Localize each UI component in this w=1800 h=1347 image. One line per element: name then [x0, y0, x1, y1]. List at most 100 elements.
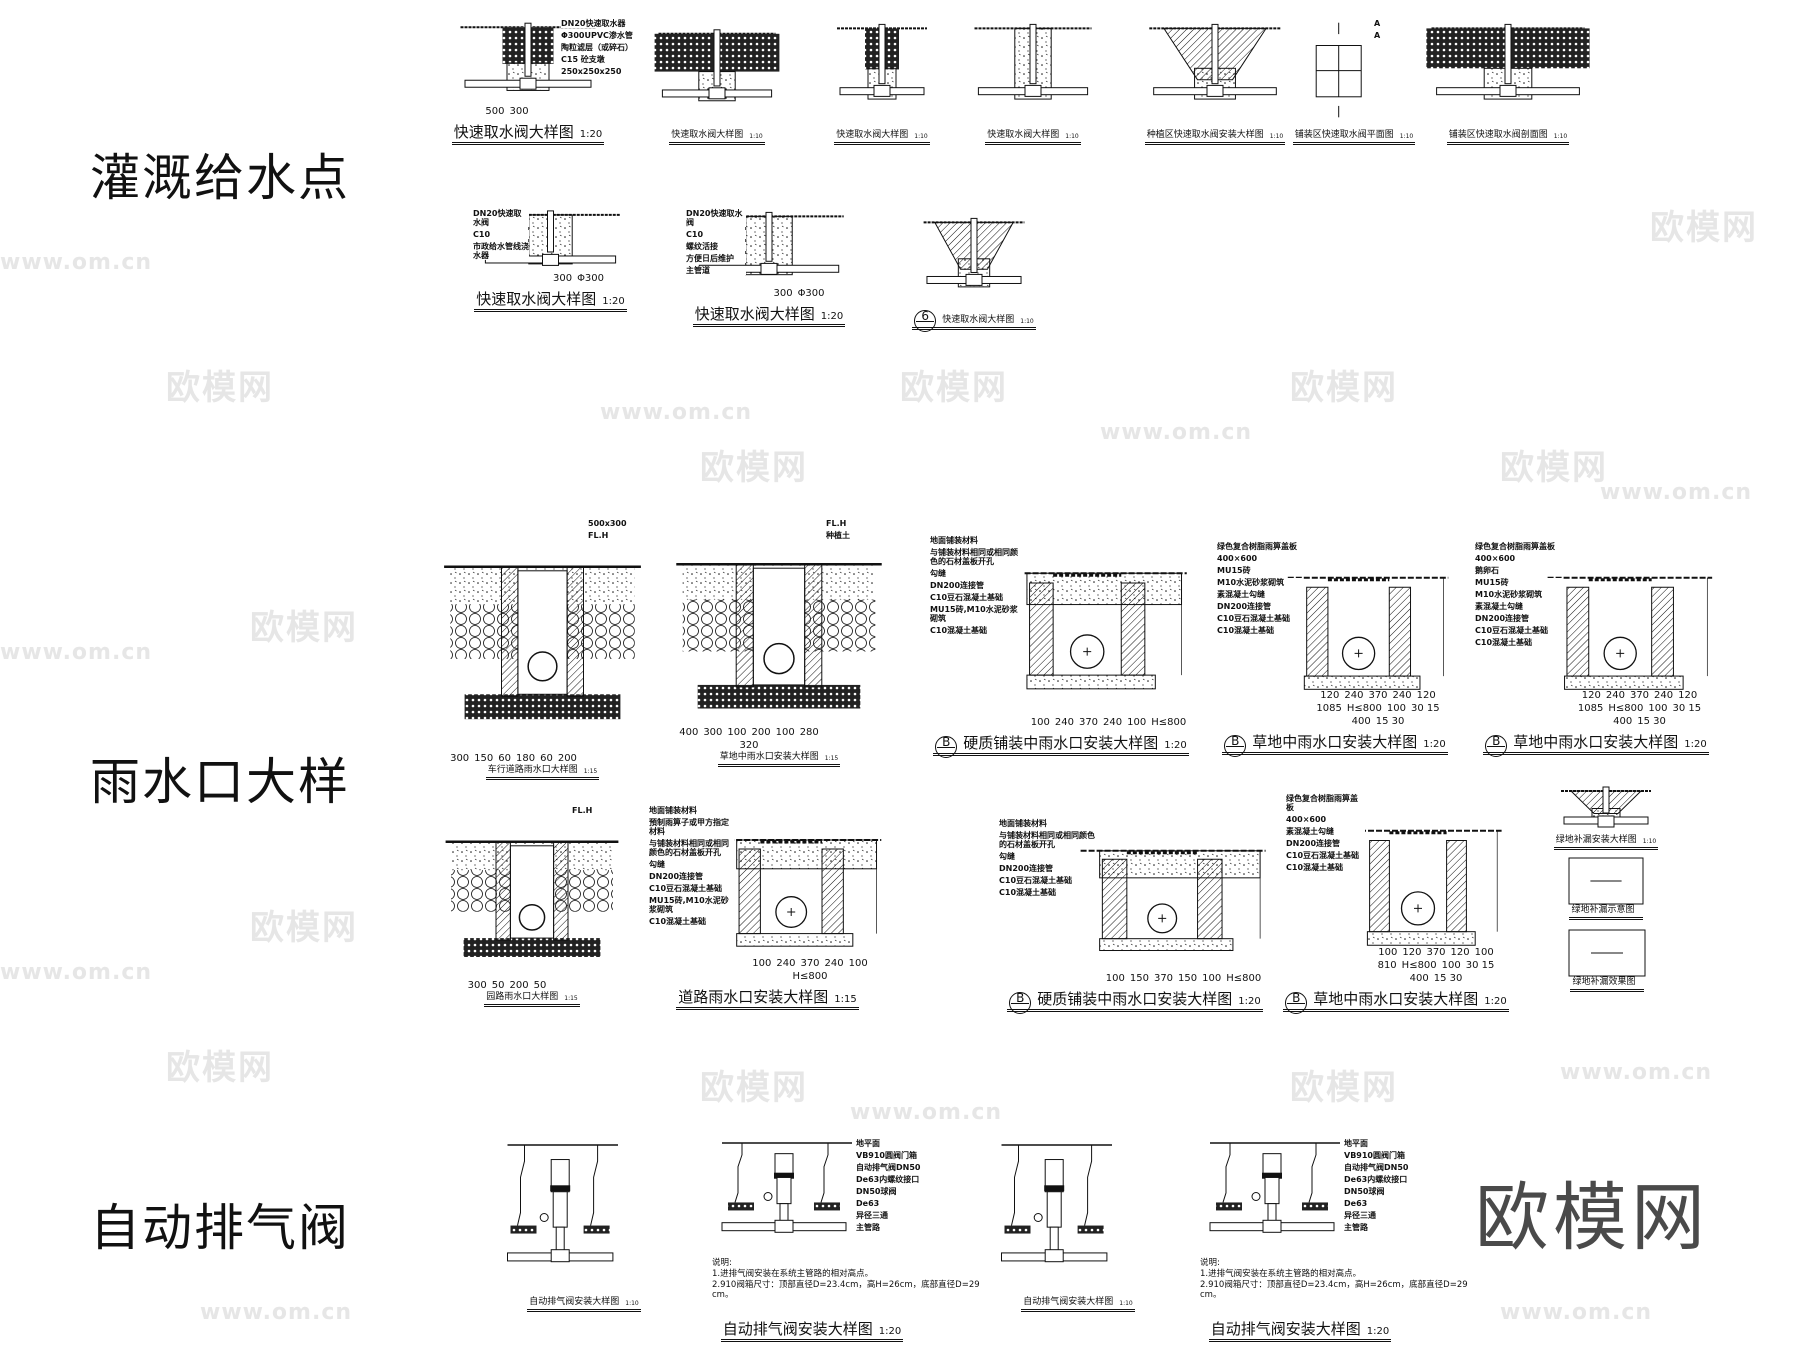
- dimension-value: 30 15: [1672, 703, 1702, 714]
- detail-marker-symbol: B: [935, 736, 958, 758]
- drawing-callout-label: De63: [856, 1199, 944, 1208]
- drawing-callout-label: A: [1374, 31, 1462, 40]
- drawing-graphic: [1209, 1142, 1340, 1233]
- drawing-scale: 1:20: [1238, 996, 1261, 1007]
- drawing-scale: 1:20: [579, 129, 603, 140]
- dimension-value: 240: [824, 958, 844, 969]
- drawing-title: 自动排气阀安装大样图: [1210, 1320, 1361, 1338]
- drawing-title: 绿地补漏示意图: [1571, 905, 1635, 915]
- drawing-notes: 说明:1.进排气阀安装在系统主管路的相对高点。2.910阀箱尺寸：顶部直径D=2…: [712, 1258, 982, 1300]
- dimension-value: 180: [516, 753, 536, 764]
- dimension-value: 150: [1129, 973, 1149, 984]
- drawing-graphic: [480, 210, 621, 266]
- dimension-value: 370: [1153, 973, 1174, 984]
- dimension-value: 120: [1320, 690, 1340, 701]
- drawing-callout-label: DN20快速取水阀: [473, 209, 529, 227]
- drawing-title: 快速取水阀大样图: [453, 123, 574, 141]
- drawing-scale: 1:10: [1399, 133, 1414, 140]
- drawing-callout-label: De63内螺纹接口: [1344, 1175, 1432, 1184]
- drawing-callout-label: 主管路: [856, 1223, 944, 1232]
- drawing-scale: 1:10: [1553, 133, 1568, 140]
- drawing-callout-label: 勾缝: [930, 569, 1024, 578]
- dimension-value: 100: [1474, 947, 1494, 958]
- watermark-text: 欧模网: [1650, 208, 1758, 248]
- dimension-value: 100: [752, 958, 772, 969]
- dimension-value: H≤800: [1401, 960, 1437, 971]
- drawing-callout-label: M10水泥砂浆砌筑: [1217, 578, 1302, 587]
- drawing-graphic: [837, 23, 927, 100]
- drawing-title: 种植区快速取水阀安装大样图: [1146, 130, 1264, 140]
- dimension-value: 400: [1409, 973, 1429, 984]
- dimension-value: Φ300: [577, 273, 605, 284]
- dimension-value: H≤800: [792, 971, 828, 982]
- dimension-value: 50: [533, 980, 547, 991]
- watermark-url: www.om.cn: [1100, 420, 1253, 445]
- drawing-title: 铺装区快速取水阀剖面图: [1448, 130, 1548, 140]
- dimension-value: 15 30: [1375, 716, 1405, 727]
- drawing-callout-label: C10豆石混凝土基础: [649, 884, 734, 893]
- dimension-value: 100: [1030, 717, 1050, 728]
- drawing-callout-label: C10: [686, 230, 746, 239]
- drawing-graphic: [1008, 572, 1187, 690]
- dimension-value: 120: [1581, 690, 1601, 701]
- drawing-note: 2.910阀箱尺寸：顶部直径D=23.4cm，高H=26cm，底部直径D=29c…: [1200, 1280, 1468, 1300]
- drawing-callout-label: 地平面: [856, 1139, 944, 1148]
- drawing-callout-label: VB910圆阀门箱: [1344, 1151, 1432, 1160]
- drawing-callout-label: 500x300: [588, 519, 676, 528]
- drawing-title: 快速取水阀大样图: [671, 130, 744, 140]
- drawing-callout-label: 地平面: [1344, 1139, 1432, 1148]
- dimension-value: 1085: [1577, 703, 1604, 714]
- detail-marker-symbol: B: [1009, 992, 1032, 1014]
- drawing-graphic: [720, 839, 882, 947]
- watermark-text: 欧模网: [166, 1048, 274, 1088]
- drawing-callout-label: C10豆石混凝土基础: [930, 593, 1024, 602]
- dimension-value: 100: [1127, 717, 1147, 728]
- watermark-text: 欧模网: [700, 448, 808, 488]
- dimension-value: 60: [498, 753, 511, 764]
- dimension-value: 60: [540, 753, 553, 764]
- drawing-callout-label: FL.H: [826, 519, 914, 528]
- drawing-callout-label: 螺纹活接: [686, 242, 746, 251]
- dimension-value: 400: [679, 727, 699, 738]
- drawing-callout-label: DN20快速取水阀: [686, 209, 746, 227]
- drawing-callout-label: MU15砖: [1475, 578, 1562, 587]
- dimension-value: 150: [1178, 973, 1198, 984]
- drawing-note: 说明:: [1200, 1258, 1220, 1268]
- drawing-callout-label: C10: [473, 230, 529, 239]
- drawing-graphic: [676, 562, 882, 709]
- dimension-value: 300: [703, 727, 723, 738]
- drawing-caption: 铺装区快速取水阀剖面图 1:10: [1383, 130, 1633, 145]
- drawing-scale: 1:15: [583, 768, 598, 775]
- drawing-callout-label: DN200连接管: [1217, 602, 1302, 611]
- drawing-callout-label: C15 砼支墩: [561, 55, 649, 64]
- drawing-note: 1.进排气阀安装在系统主管路的相对高点。: [712, 1269, 874, 1279]
- watermark-url: www.om.cn: [0, 250, 153, 275]
- drawing-scale: 1:20: [1484, 996, 1507, 1007]
- drawing-graphic: [1568, 857, 1644, 905]
